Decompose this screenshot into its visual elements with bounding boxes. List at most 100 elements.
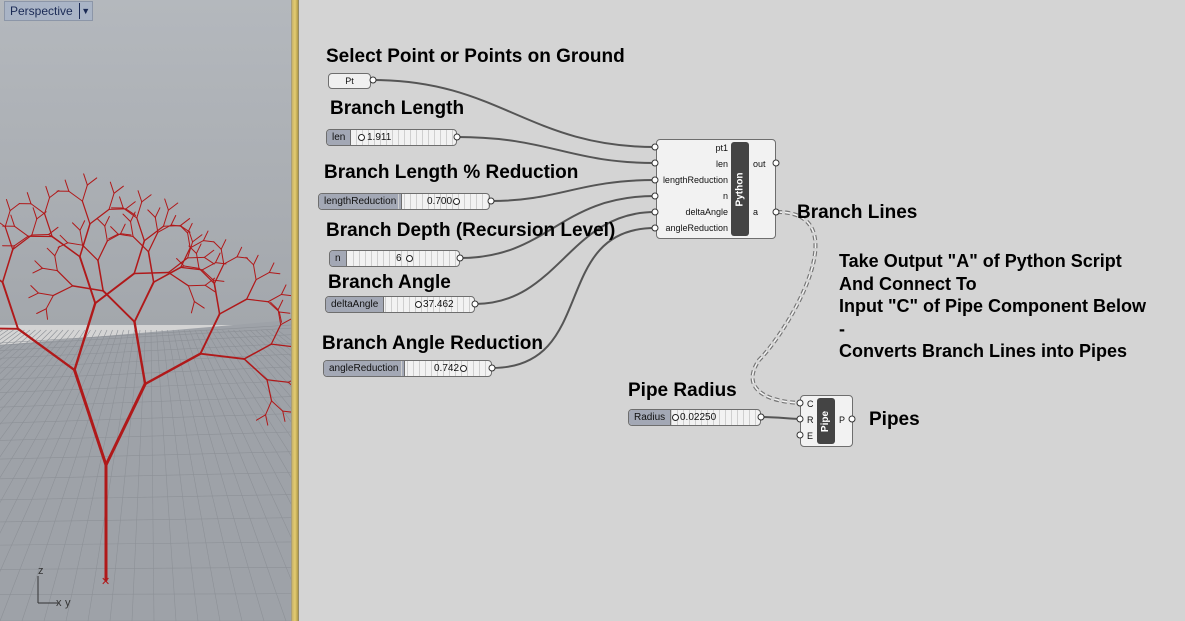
slider-len[interactable]: len 1.911: [326, 129, 457, 146]
viewport-title-dropdown[interactable]: Perspective ▼: [4, 1, 93, 21]
slider-track[interactable]: [380, 297, 474, 312]
tree-branch: [79, 223, 91, 258]
title-branch-angle-reduction: Branch Angle Reduction: [322, 333, 543, 354]
input-e[interactable]: E: [807, 431, 814, 441]
pipe-core[interactable]: Pipe: [817, 398, 835, 444]
tree-branch: [120, 223, 126, 235]
triangle-down-icon[interactable]: ▼: [78, 3, 92, 19]
slider-knob-icon[interactable]: [406, 255, 413, 262]
tree-branch: [282, 410, 286, 422]
input-r[interactable]: R: [807, 415, 814, 425]
slider-n[interactable]: n 6: [329, 250, 460, 267]
grasshopper-canvas[interactable]: Select Point or Points on Ground Branch …: [299, 0, 1185, 621]
grid-line: [172, 329, 243, 621]
port-dot-icon[interactable]: [772, 159, 780, 167]
input-len[interactable]: len: [715, 159, 728, 169]
port-dot-icon[interactable]: [487, 197, 495, 205]
output-out[interactable]: out: [753, 159, 766, 169]
slider-track[interactable]: [348, 251, 459, 266]
tree-branch: [133, 320, 147, 386]
tree-branch: [280, 318, 291, 326]
python-core[interactable]: Python: [731, 142, 749, 236]
tree-branch: [180, 266, 203, 271]
tree-branch: [12, 234, 33, 251]
output-p[interactable]: P: [839, 415, 846, 425]
port-dot-icon[interactable]: [369, 76, 377, 84]
slider-knob-icon[interactable]: [460, 365, 467, 372]
tree-branch: [130, 221, 134, 238]
output-a[interactable]: a: [753, 207, 759, 217]
title-branch-depth: Branch Depth (Recursion Level): [326, 220, 616, 241]
grid-line: [43, 329, 124, 621]
tree-branch: [236, 256, 249, 259]
python-component[interactable]: pt1 len lengthReduction n deltaAngle ang…: [656, 139, 776, 239]
port-dot-icon[interactable]: [796, 415, 804, 423]
origin-marker-icon: ✕: [101, 575, 110, 588]
tree-branch: [122, 207, 138, 219]
port-dot-icon[interactable]: [848, 415, 856, 423]
tree-branch: [154, 216, 159, 233]
port-dot-icon[interactable]: [651, 224, 659, 232]
tree-branch: [246, 279, 257, 300]
slider-lengthreduction[interactable]: lengthReduction 0.700: [318, 193, 490, 210]
viewport-splitter[interactable]: [291, 0, 299, 621]
port-dot-icon[interactable]: [651, 143, 659, 151]
tree-branch: [189, 240, 204, 249]
slider-anglereduction[interactable]: angleReduction 0.742: [323, 360, 492, 377]
tree-branch: [1, 281, 19, 330]
slider-knob-icon[interactable]: [453, 198, 460, 205]
port-dot-icon[interactable]: [772, 208, 780, 216]
rhino-viewport[interactable]: ✕ z x y Perspective ▼: [0, 0, 291, 621]
tree-branch: [45, 185, 51, 199]
slider-track[interactable]: [351, 130, 456, 145]
port-dot-icon[interactable]: [796, 399, 804, 407]
svg-text:y: y: [65, 597, 71, 609]
port-dot-icon[interactable]: [453, 133, 461, 141]
title-select-points: Select Point or Points on Ground: [326, 46, 625, 67]
port-dot-icon[interactable]: [651, 159, 659, 167]
input-c[interactable]: C: [807, 399, 814, 409]
slider-deltaangle[interactable]: deltaAngle 37.462: [325, 296, 475, 313]
input-lengthreduction[interactable]: lengthReduction: [662, 175, 728, 185]
note-line: And Connect To: [839, 273, 977, 294]
tree-branch: [97, 259, 104, 292]
slider-knob-icon[interactable]: [672, 414, 679, 421]
input-n[interactable]: n: [722, 191, 728, 201]
input-pt1[interactable]: pt1: [715, 143, 728, 153]
tree-branch: [271, 400, 284, 412]
slider-track[interactable]: [396, 361, 491, 376]
port-dot-icon[interactable]: [651, 208, 659, 216]
port-dot-icon[interactable]: [796, 431, 804, 439]
label-pipes: Pipes: [869, 409, 920, 430]
tree-branch: [187, 256, 205, 259]
tree-branch: [97, 240, 108, 262]
port-layer: [369, 76, 856, 439]
slider-radius[interactable]: Radius 0.02250: [628, 409, 761, 426]
slider-knob-icon[interactable]: [415, 301, 422, 308]
port-dot-icon[interactable]: [488, 364, 496, 372]
input-anglereduction[interactable]: angleReduction: [665, 223, 728, 233]
tree-branch: [28, 292, 39, 299]
slider-track[interactable]: [393, 194, 489, 209]
input-deltaangle[interactable]: deltaAngle: [685, 207, 728, 217]
grid-line: [0, 329, 69, 412]
port-dot-icon[interactable]: [651, 192, 659, 200]
tree-branch: [143, 352, 202, 386]
instruction-note: Take Output "A" of Python Script And Con…: [839, 250, 1146, 363]
port-dot-icon[interactable]: [471, 300, 479, 308]
port-dot-icon[interactable]: [651, 176, 659, 184]
slider-value: 6: [396, 253, 402, 264]
slider-track[interactable]: [666, 410, 760, 425]
grid-line: [0, 517, 291, 523]
tree-branch: [10, 214, 16, 227]
tree-branch: [56, 270, 74, 287]
tree-branch: [143, 225, 165, 242]
slider-knob-icon[interactable]: [358, 134, 365, 141]
port-dot-icon[interactable]: [757, 413, 765, 421]
tree-branch: [187, 284, 206, 287]
tree-branch: [78, 255, 97, 305]
tree-branch: [110, 226, 119, 235]
slider-value: 0.742: [434, 363, 460, 374]
port-dot-icon[interactable]: [456, 254, 464, 262]
grid-line: [0, 494, 291, 501]
